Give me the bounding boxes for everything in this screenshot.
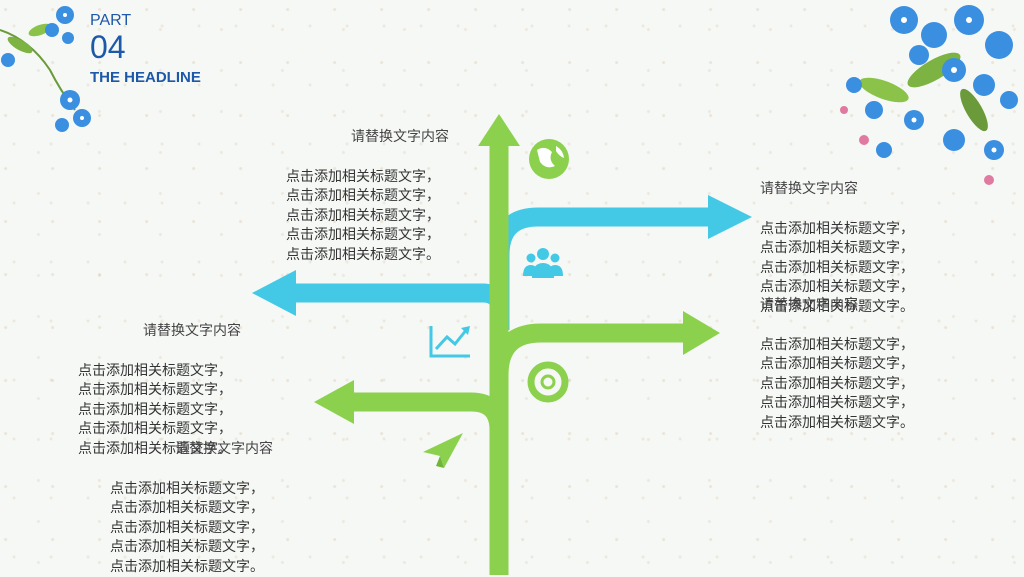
globe-icon: [529, 139, 569, 179]
arrow-right-blue-head: [708, 195, 752, 239]
text-block-top-left: 请替换文字内容 点击添加相关标题文字， 点击添加相关标题文字， 点击添加相关标题…: [286, 128, 449, 265]
arrow-left-blue-head: [252, 270, 296, 316]
block-line: 点击添加相关标题文字，: [78, 362, 241, 382]
text-block-right-lower: 请替换文字内容 点击添加相关标题文字， 点击添加相关标题文字， 点击添加相关标题…: [760, 296, 914, 433]
chart-icon: [431, 326, 470, 356]
block-line: 点击添加相关标题文字，: [760, 375, 914, 395]
block-title: 请替换文字内容: [286, 128, 449, 148]
block-line: 点击添加相关标题文字，: [760, 336, 914, 356]
block-line: 点击添加相关标题文字，: [286, 187, 449, 207]
block-line: 点击添加相关标题文字，: [760, 278, 914, 298]
paper-plane-icon: [423, 433, 463, 468]
block-line: 点击添加相关标题文字。: [286, 246, 449, 266]
block-line: 点击添加相关标题文字。: [760, 414, 914, 434]
block-line: 点击添加相关标题文字，: [760, 394, 914, 414]
block-line: 点击添加相关标题文字，: [286, 207, 449, 227]
arrow-right-green-head: [683, 311, 720, 355]
block-line: 点击添加相关标题文字，: [286, 226, 449, 246]
block-line: 点击添加相关标题文字，: [110, 538, 273, 558]
arrow-left-green: [348, 402, 499, 470]
arrow-left-green-head: [314, 380, 354, 424]
block-line: 点击添加相关标题文字，: [110, 499, 273, 519]
block-line: 点击添加相关标题文字，: [78, 401, 241, 421]
block-line: 点击添加相关标题文字，: [78, 381, 241, 401]
block-line: 点击添加相关标题文字，: [78, 420, 241, 440]
people-icon: [523, 248, 563, 278]
block-line: 点击添加相关标题文字，: [286, 168, 449, 188]
block-line: 点击添加相关标题文字，: [110, 480, 273, 500]
lifebuoy-icon: [531, 365, 565, 399]
block-title: 请替换文字内容: [760, 296, 914, 316]
block-line: 点击添加相关标题文字，: [760, 239, 914, 259]
arrow-left-blue: [288, 293, 500, 330]
arrow-up-green-head: [478, 114, 520, 146]
block-line: 点击添加相关标题文字，: [760, 355, 914, 375]
arrow-right-green: [499, 333, 690, 400]
block-title: 请替换文字内容: [760, 180, 914, 200]
block-line: 点击添加相关标题文字，: [760, 259, 914, 279]
block-line: 点击添加相关标题文字。: [110, 558, 273, 577]
text-block-bottom-left: 请替换文字内容 点击添加相关标题文字， 点击添加相关标题文字， 点击添加相关标题…: [110, 440, 273, 577]
text-block-middle-left: 请替换文字内容 点击添加相关标题文字， 点击添加相关标题文字， 点击添加相关标题…: [78, 322, 241, 459]
block-title: 请替换文字内容: [110, 440, 273, 460]
block-line: 点击添加相关标题文字，: [110, 519, 273, 539]
block-line: 点击添加相关标题文字，: [760, 220, 914, 240]
block-title: 请替换文字内容: [78, 322, 241, 342]
